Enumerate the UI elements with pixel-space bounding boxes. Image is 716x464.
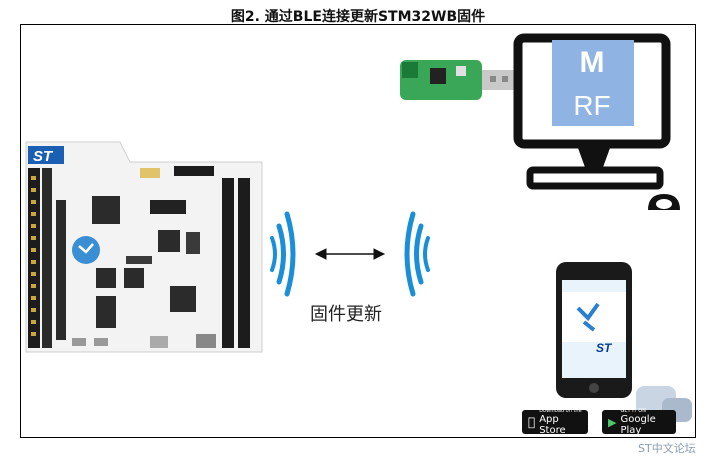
app-store-badge[interactable]:  Download on the App Store <box>522 408 588 436</box>
board-logo-icon <box>72 236 100 264</box>
double-arrow-icon <box>314 248 386 260</box>
mouse-icon <box>648 194 680 210</box>
smartphone-icon: ST <box>556 262 632 398</box>
figure-frame <box>20 24 696 438</box>
mcu-chip <box>92 196 120 224</box>
watermark-text: ST中文论坛 <box>638 442 696 455</box>
st-logo-icon: ST <box>28 146 64 165</box>
firmware-update-caption: 固件更新 <box>310 304 382 325</box>
app-store-small-text: Download on the <box>532 408 581 420</box>
bluetooth-wave-icon <box>270 211 296 297</box>
figure-title: 图2. 通过BLE连接更新STM32WB固件 <box>230 9 486 25</box>
mrf-screen-line2: RF <box>573 90 611 121</box>
usb-dongle-icon <box>400 60 516 100</box>
nucleo-board: ST <box>25 141 263 353</box>
right-header-strip <box>222 178 234 348</box>
google-play-badge[interactable]: ▶ GET IT ON Google Play <box>602 408 676 436</box>
svg-text:ST: ST <box>33 148 54 165</box>
svg-text:ST: ST <box>596 341 613 355</box>
play-icon: ▶ <box>608 415 617 429</box>
google-play-small-text: GET IT ON <box>620 408 646 414</box>
mrf-screen <box>552 40 634 126</box>
apple-icon:  <box>528 415 535 429</box>
mrf-screen-line1: M <box>579 46 605 79</box>
app-store-label: App Store <box>532 414 582 436</box>
stm32wb-chip <box>170 286 196 312</box>
monitor-icon <box>513 33 671 190</box>
google-play-label: Google Play <box>620 414 656 436</box>
bluetooth-wave-icon <box>404 211 430 297</box>
